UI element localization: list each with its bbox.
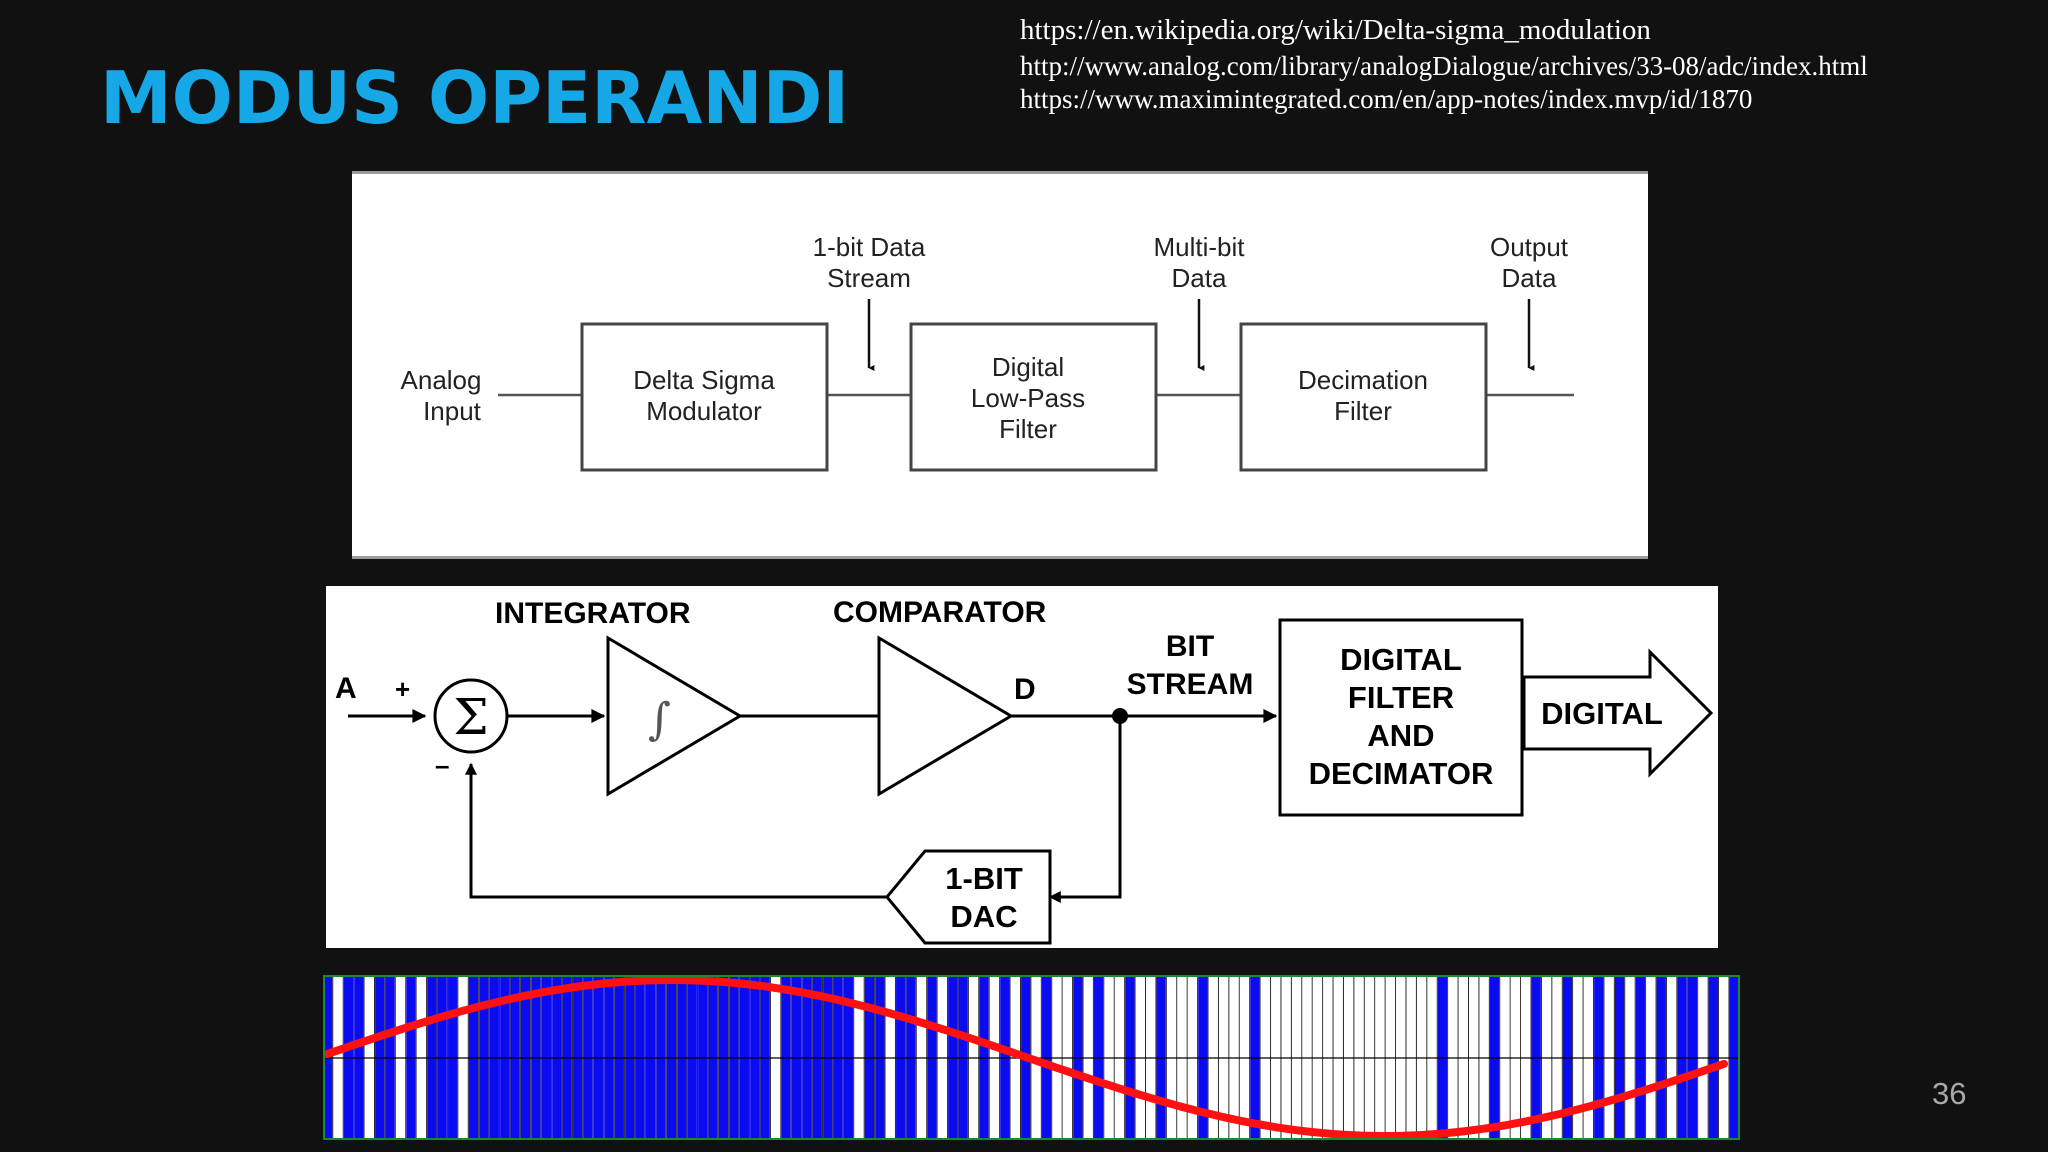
delta-sigma-modulator-block [580,322,829,472]
bitstream-visualization [323,975,1740,1140]
tap-1bit-label-1: 1-bit Data [813,232,926,262]
decimation-filter-block [1239,322,1488,472]
bit-stream-label-1: BIT [1166,630,1214,663]
minus-sign: – [435,750,449,780]
feedback-wire-to-summer [465,762,887,899]
dac-label-1: 1-BIT [945,861,1023,896]
filter-block-label-2: FILTER [1348,680,1454,715]
d-output-label: D [1014,673,1036,706]
integrator-label: INTEGRATOR [495,597,691,630]
lpf-label-1: Digital [992,352,1064,382]
one-bit-dac-block [885,849,1052,945]
decimation-label-2: Filter [1334,396,1392,426]
analog-sine-wave [323,976,1728,1140]
analog-input-label-2: Input [423,396,482,426]
adc-block-diagram: Analog Input Delta Sigma Modulator Digit… [352,171,1648,559]
bitstream-frame [323,975,1740,1140]
reference-links: https://en.wikipedia.org/wiki/Delta-sigm… [1020,12,1868,117]
bit-stream-label-2: STREAM [1127,668,1254,701]
tap-1bit-label-2: Stream [827,263,911,293]
digital-output-arrow [1522,648,1714,778]
adc-block-diagram-svg: Analog Input Delta Sigma Modulator Digit… [401,232,1574,472]
page-number: 36 [1932,1076,1967,1111]
modulator-loop-diagram: A + – INTEGRATOR COMPARATOR D BIT STREAM… [326,586,1718,948]
lpf-label-3: Filter [999,414,1057,444]
filter-block-label-4: DECIMATOR [1309,756,1494,791]
tap-output-label-1: Output [1490,232,1569,262]
modulator-label-1: Delta Sigma [633,365,775,395]
digital-low-pass-filter-block [909,322,1158,472]
digital-output-label: DIGITAL [1541,696,1663,731]
filter-block-label-3: AND [1367,718,1434,753]
tap-output-label-2: Data [1502,263,1557,293]
feedback-wire-to-dac [1048,716,1122,903]
bitstream-svg [323,975,1740,1140]
filter-block-label-1: DIGITAL [1340,642,1462,677]
integrator-triangle [606,635,743,797]
lpf-label-2: Low-Pass [971,383,1085,413]
tap-multibit-label-1: Multi-bit [1153,232,1245,262]
comparator-triangle [877,635,1014,797]
digital-filter-decimator-block [1278,618,1524,817]
slide-title: MODUS OPERANDI [100,56,850,140]
decimation-label-1: Decimation [1298,365,1428,395]
summing-junction [433,678,509,754]
sigma-symbol: Σ [453,688,488,746]
dac-label-2: DAC [950,899,1017,934]
plus-sign: + [395,674,410,704]
input-a-label: A [335,672,357,705]
modulator-loop-diagram-svg: A + – INTEGRATOR COMPARATOR D BIT STREAM… [335,596,1714,945]
branch-node [1112,708,1128,724]
comparator-label: COMPARATOR [833,596,1047,629]
modulator-label-2: Modulator [646,396,762,426]
tap-multibit-label-2: Data [1172,263,1227,293]
integral-symbol: ∫ [648,694,671,745]
reference-link-analog[interactable]: http://www.analog.com/library/analogDial… [1020,51,1868,81]
reference-link-maxim[interactable]: https://www.maximintegrated.com/en/app-n… [1020,84,1753,114]
reference-link-wikipedia[interactable]: https://en.wikipedia.org/wiki/Delta-sigm… [1020,14,1651,46]
analog-input-label-1: Analog [401,365,482,395]
